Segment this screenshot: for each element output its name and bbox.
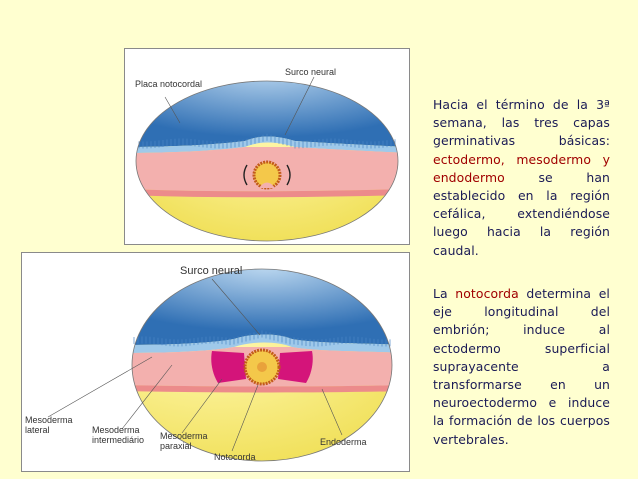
endoderm-boundary-b (132, 385, 392, 393)
label-mesoderma-lateral-line1: Mesoderma (25, 415, 73, 425)
amniotic-cavity (136, 81, 398, 147)
arrow-right (286, 164, 291, 186)
paragraph1-text-b: se han establecido en la región cefálica… (433, 169, 610, 258)
label-mesoderma-lateral-line2: lateral (25, 425, 50, 435)
paraxial-mesoderm-right (278, 351, 313, 383)
paragraph2-text-a: La (433, 286, 456, 301)
label-surco-neural-top: Surco neural (285, 67, 337, 77)
label-mesoderma-intermedio-line2: intermediário (92, 435, 145, 445)
arrow-left (243, 164, 248, 186)
label-placa-notocordal: Placa notocordal (135, 79, 203, 89)
label-mesoderma-paraxial: Mesoderma paraxial (160, 431, 208, 451)
ectoderm-layer (136, 136, 398, 153)
paragraph-notochord: La notocorda determina el eje longitudin… (433, 285, 610, 449)
paragraph-germ-layers: Hacia el término de la 3ª semana, las tr… (433, 96, 610, 260)
paragraph1-highlight: ectodermo, mesodermo y endodermo (433, 151, 610, 185)
label-endoderma: Endoderma (320, 437, 367, 447)
diagram-bottom-panel: Surco neural Mesoderma lateral Mesoderma… (21, 252, 410, 472)
ectoderm-cells-b (133, 330, 391, 347)
ectoderm-cells (138, 133, 396, 149)
label-notocorda: Notocorda (214, 452, 256, 462)
label-mesoderma-intermedio: Mesoderma intermediário (92, 425, 144, 445)
notochord (243, 348, 281, 386)
paraxial-mesoderm-left (211, 351, 246, 383)
paragraph2-highlight: notocorda (455, 286, 519, 301)
paragraph2-text-b: determina el eje longitudinal del embrió… (433, 286, 610, 447)
label-mesoderma-intermedio-line1: Mesoderma (92, 425, 140, 435)
diagram-top-panel: Placa notocordal Surco neural (124, 48, 410, 245)
label-mesoderma-lateral: Mesoderma lateral (25, 415, 73, 435)
notochord-diagram (47, 268, 393, 462)
paragraph1-text-a: Hacia el término de la 3ª semana, las tr… (433, 97, 610, 149)
label-surco-neural-bottom: Surco neural (180, 265, 243, 277)
label-mesoderma-paraxial-line2: paraxial (160, 441, 192, 451)
ectoderm-layer-b (132, 334, 392, 353)
endoderm-boundary (136, 189, 398, 198)
notochordal-plate (252, 160, 282, 190)
amniotic-cavity-b (132, 269, 392, 345)
label-mesoderma-paraxial-line1: Mesoderma (160, 431, 208, 441)
neural-plate-diagram (135, 76, 399, 242)
